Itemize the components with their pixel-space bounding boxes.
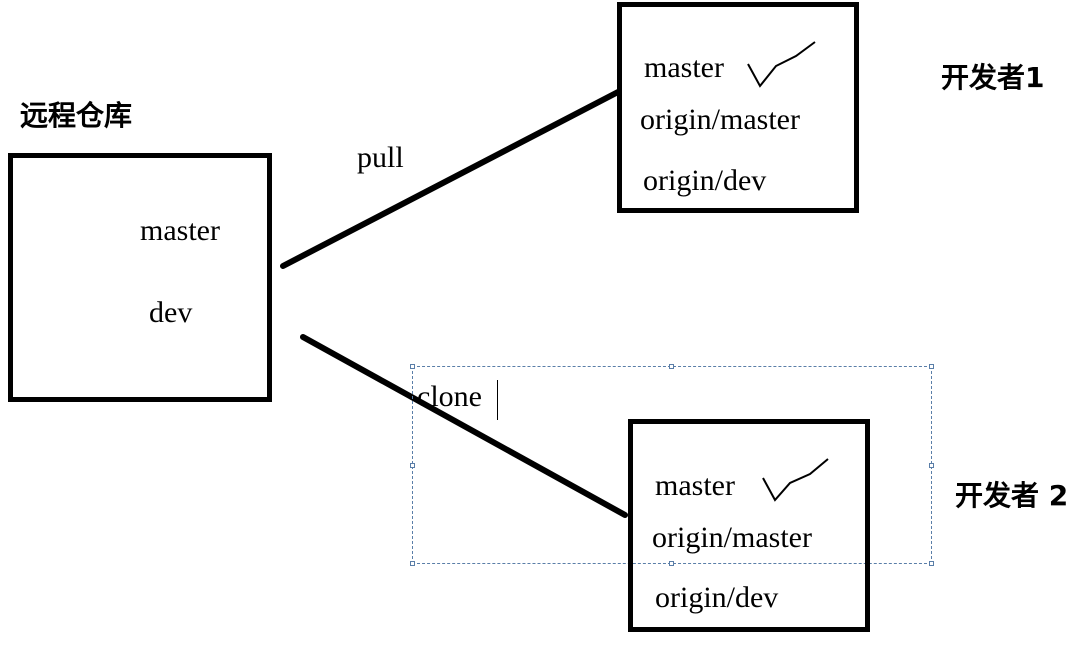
remote-branch-master: master: [140, 214, 220, 247]
resize-handle-w[interactable]: [410, 463, 415, 468]
clone-label[interactable]: clone: [417, 380, 482, 413]
pull-arrow-line: [280, 89, 621, 269]
resize-handle-s[interactable]: [669, 561, 674, 566]
text-caret: [497, 380, 498, 420]
remote-branch-dev: dev: [149, 296, 193, 329]
resize-handle-e[interactable]: [929, 463, 934, 468]
resize-handle-nw[interactable]: [410, 364, 415, 369]
checkmark-icon: [762, 458, 829, 502]
developer2-branch-origin-master: origin/master: [652, 521, 812, 554]
pull-label: pull: [357, 141, 404, 174]
resize-handle-n[interactable]: [669, 364, 674, 369]
developer2-box: [628, 419, 870, 632]
developer2-branch-master: master: [655, 469, 735, 502]
developer1-box: [617, 2, 859, 213]
developer1-branch-origin-master: origin/master: [640, 103, 800, 136]
developer2-title: 开发者 2: [955, 479, 1069, 512]
checkmark-icon: [747, 41, 816, 88]
resize-handle-ne[interactable]: [929, 364, 934, 369]
resize-handle-sw[interactable]: [410, 561, 415, 566]
developer1-branch-origin-dev: origin/dev: [643, 164, 767, 197]
clone-arrow-line: [300, 334, 628, 518]
developer1-title: 开发者1: [941, 61, 1045, 94]
developer1-branch-master: master: [644, 51, 724, 84]
developer2-branch-origin-dev: origin/dev: [655, 581, 779, 614]
remote-repo-box: [8, 153, 272, 402]
remote-repo-title: 远程仓库: [20, 99, 133, 132]
resize-handle-se[interactable]: [929, 561, 934, 566]
